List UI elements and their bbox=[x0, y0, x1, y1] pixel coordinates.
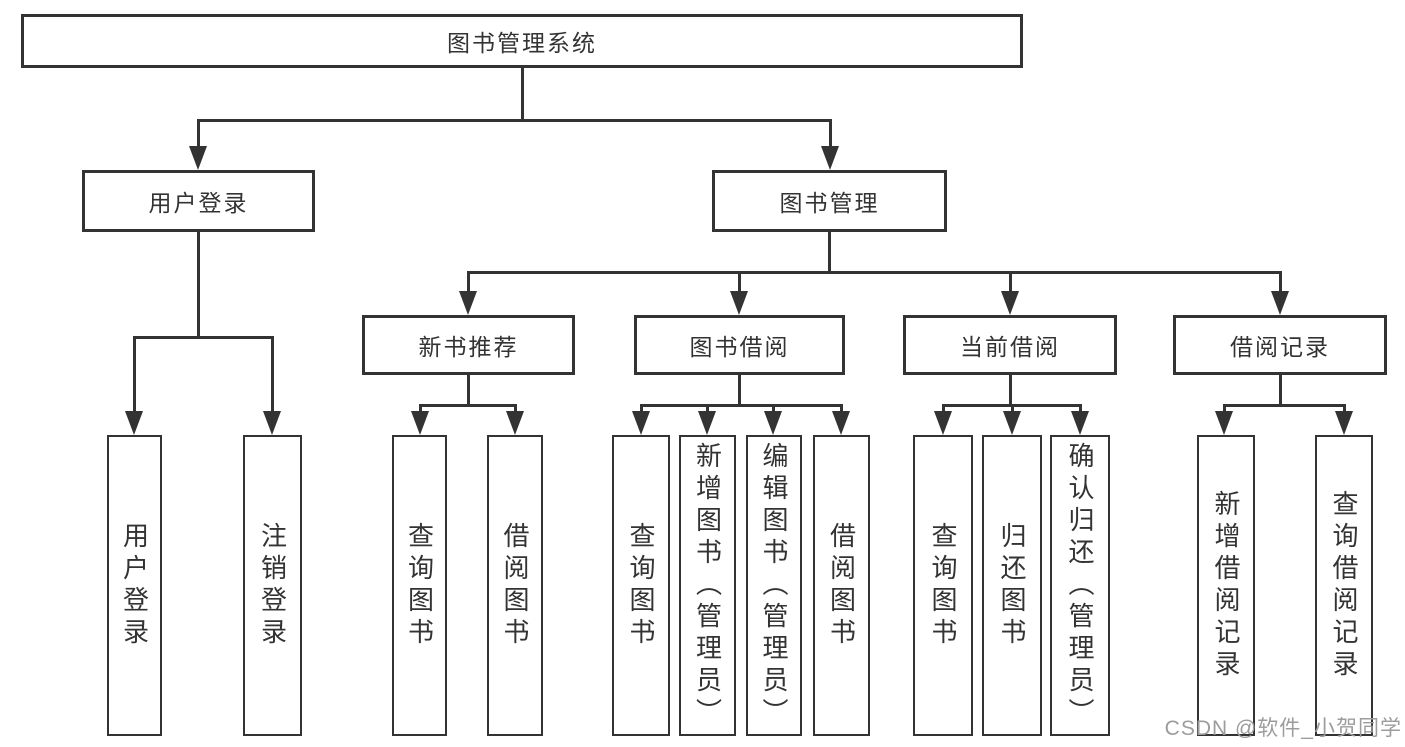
node-new-book-recommend: 新书推荐 bbox=[362, 315, 575, 375]
node-label: 图书借阅 bbox=[689, 334, 790, 360]
connector-line bbox=[1223, 404, 1345, 407]
connector-line bbox=[467, 271, 470, 293]
leaf-user-login: 用户登录 bbox=[107, 435, 162, 736]
node-user-login: 用户登录 bbox=[82, 170, 315, 232]
connector-line bbox=[419, 404, 517, 407]
connector-arrowhead bbox=[189, 146, 207, 170]
connector-line bbox=[1011, 404, 1014, 414]
connector-line bbox=[1009, 373, 1012, 406]
connector-arrowhead bbox=[730, 291, 748, 315]
node-library-system: 图书管理系统 bbox=[21, 14, 1023, 68]
connector-line bbox=[521, 66, 524, 120]
leaf-label: 注销登录 bbox=[257, 521, 288, 650]
connector-line bbox=[133, 336, 274, 339]
leaf-query-books-recommend: 查询图书 bbox=[392, 435, 447, 736]
connector-line bbox=[738, 373, 741, 406]
connector-line bbox=[829, 119, 832, 149]
connector-line bbox=[514, 404, 517, 414]
connector-arrowhead bbox=[1071, 411, 1089, 435]
leaf-label: 查询借阅记录 bbox=[1329, 489, 1359, 682]
leaf-label: 查询图书 bbox=[626, 521, 656, 650]
connector-arrowhead bbox=[832, 411, 850, 435]
connector-line bbox=[271, 336, 274, 414]
connector-line bbox=[419, 404, 422, 414]
node-borrow-records: 借阅记录 bbox=[1173, 315, 1387, 375]
node-book-management: 图书管理 bbox=[712, 170, 947, 232]
leaf-query-books-borrow: 查询图书 bbox=[612, 435, 670, 736]
connector-line bbox=[467, 373, 470, 406]
node-label: 用户登录 bbox=[148, 190, 249, 216]
connector-arrowhead bbox=[1271, 291, 1289, 315]
leaf-return-books: 归还图书 bbox=[982, 435, 1042, 736]
node-current-borrow: 当前借阅 bbox=[903, 315, 1117, 375]
connector-line bbox=[1279, 373, 1282, 406]
connector-line bbox=[738, 271, 741, 293]
leaf-label: 查询图书 bbox=[928, 521, 958, 650]
leaf-borrow-books: 借阅图书 bbox=[813, 435, 870, 736]
connector-line bbox=[640, 404, 842, 407]
connector-arrowhead bbox=[698, 411, 716, 435]
leaf-add-borrow-record: 新增借阅记录 bbox=[1197, 435, 1255, 736]
connector-line bbox=[828, 230, 831, 273]
connector-line bbox=[1343, 404, 1346, 414]
leaf-label: 借阅图书 bbox=[500, 521, 530, 650]
csdn-watermark: CSDN @软件_小贺同学 bbox=[1164, 717, 1402, 740]
connector-arrowhead bbox=[821, 146, 839, 170]
leaf-logout: 注销登录 bbox=[243, 435, 302, 736]
connector-arrowhead bbox=[1003, 411, 1021, 435]
connector-line bbox=[467, 271, 1281, 274]
connector-line bbox=[772, 404, 775, 414]
connector-line bbox=[942, 404, 945, 414]
leaf-label: 用户登录 bbox=[119, 521, 150, 650]
connector-line bbox=[197, 119, 832, 122]
connector-line bbox=[1279, 271, 1282, 293]
connector-line bbox=[840, 404, 843, 414]
connector-line bbox=[133, 336, 136, 414]
leaf-label: 确认归还（管理员） bbox=[1065, 441, 1095, 730]
leaf-query-borrow-record: 查询借阅记录 bbox=[1315, 435, 1373, 736]
leaf-label: 编辑图书（管理员） bbox=[759, 441, 789, 730]
leaf-label: 新增借阅记录 bbox=[1211, 489, 1241, 682]
leaf-label: 新增图书（管理员） bbox=[692, 441, 723, 730]
connector-arrowhead bbox=[1215, 411, 1233, 435]
leaf-label: 借阅图书 bbox=[826, 521, 857, 650]
node-label: 图书管理 bbox=[779, 190, 880, 216]
connector-arrowhead bbox=[506, 411, 524, 435]
node-book-borrow: 图书借阅 bbox=[634, 315, 845, 375]
node-label: 借阅记录 bbox=[1230, 334, 1330, 360]
connector-line bbox=[197, 119, 200, 149]
connector-line bbox=[197, 230, 200, 338]
leaf-label: 查询图书 bbox=[404, 521, 435, 650]
connector-line bbox=[1009, 271, 1012, 293]
connector-arrowhead bbox=[1335, 411, 1353, 435]
node-label: 当前借阅 bbox=[960, 334, 1060, 360]
connector-line bbox=[1223, 404, 1226, 414]
connector-arrowhead bbox=[125, 411, 143, 435]
leaf-edit-book-admin: 编辑图书（管理员） bbox=[746, 435, 802, 736]
leaf-query-books-current: 查询图书 bbox=[913, 435, 973, 736]
connector-arrowhead bbox=[459, 291, 477, 315]
connector-arrowhead bbox=[1001, 291, 1019, 315]
connector-arrowhead bbox=[764, 411, 782, 435]
connector-line bbox=[1079, 404, 1082, 414]
connector-line bbox=[706, 404, 709, 414]
node-label: 图书管理系统 bbox=[447, 30, 597, 56]
node-label: 新书推荐 bbox=[418, 334, 519, 360]
leaf-add-book-admin: 新增图书（管理员） bbox=[679, 435, 736, 736]
leaf-label: 归还图书 bbox=[997, 521, 1027, 650]
connector-arrowhead bbox=[632, 411, 650, 435]
connector-arrowhead bbox=[263, 411, 281, 435]
connector-arrowhead bbox=[411, 411, 429, 435]
leaf-borrow-books-recommend: 借阅图书 bbox=[487, 435, 543, 736]
connector-arrowhead bbox=[934, 411, 952, 435]
connector-line bbox=[640, 404, 643, 414]
leaf-confirm-return-admin: 确认归还（管理员） bbox=[1050, 435, 1110, 736]
